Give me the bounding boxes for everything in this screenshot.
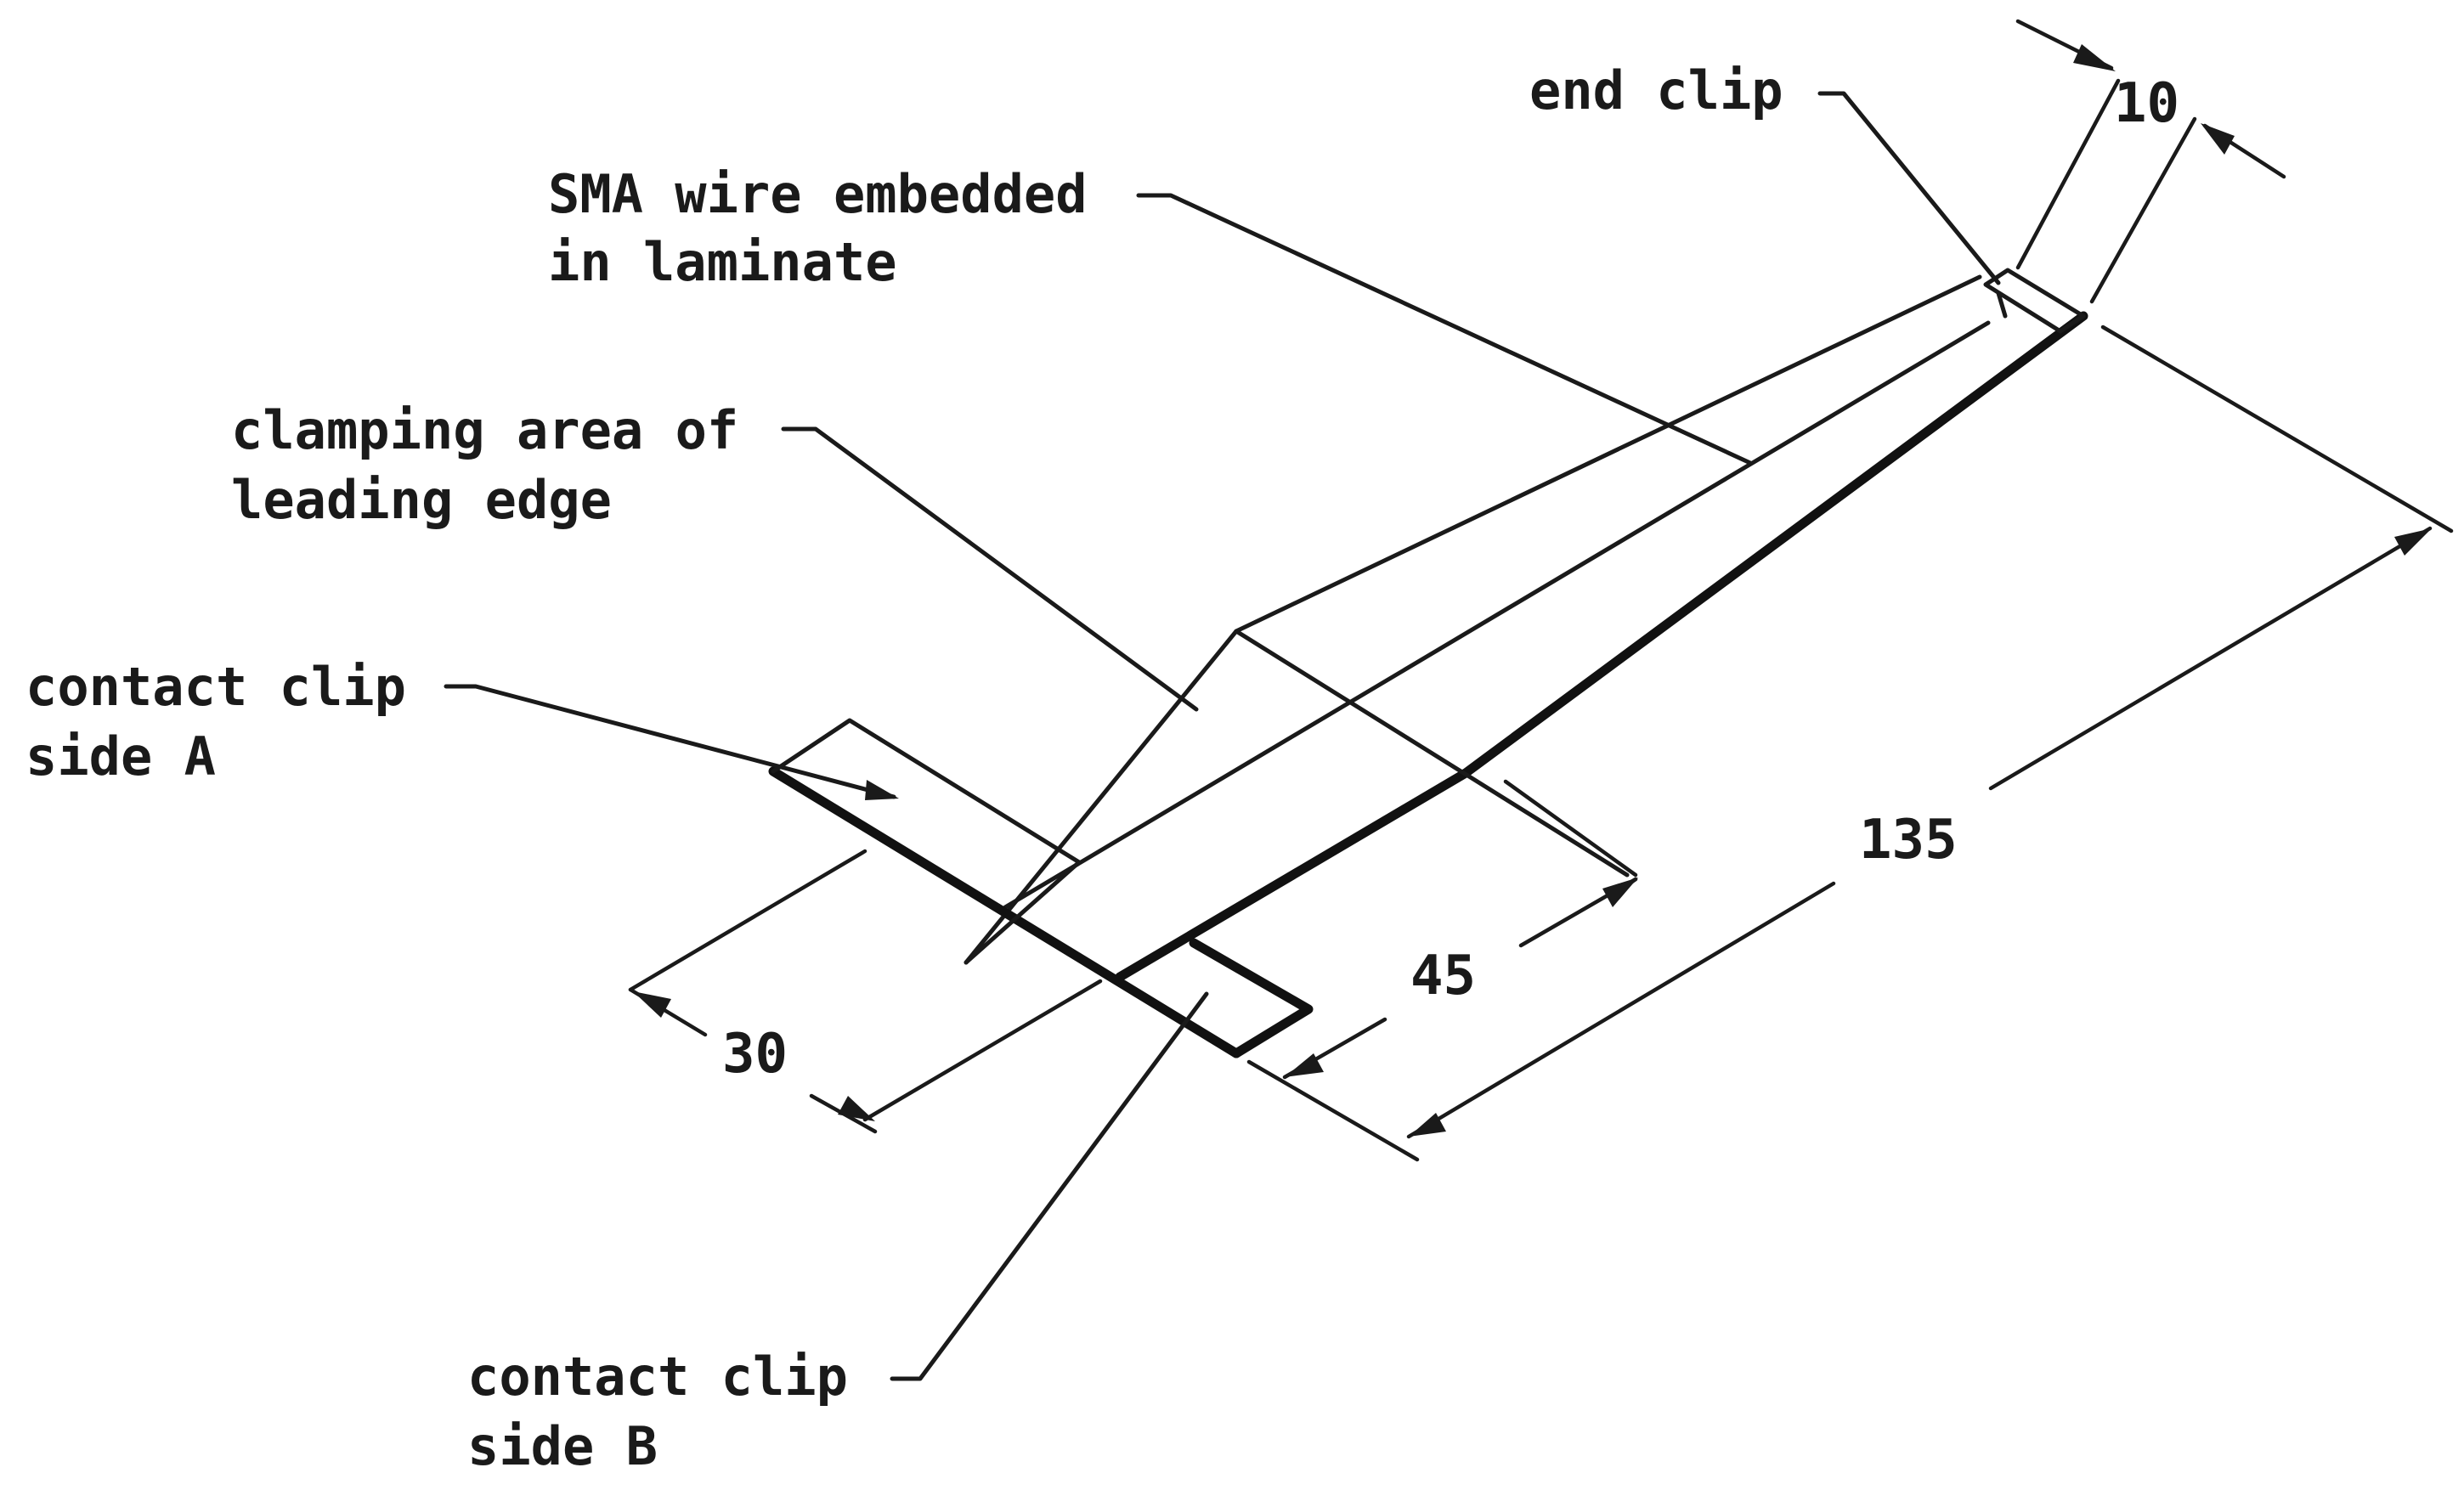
dim-10-ext-left [2015, 78, 2121, 270]
dim-value-10: 10 [2114, 72, 2179, 135]
dimension-135 [1246, 325, 2454, 1162]
label-sma-wire-line2: in laminate [548, 231, 897, 293]
dim-135-ext-top [2100, 325, 2454, 533]
contact-clip-a-arrowhead [865, 780, 899, 800]
clamping-area-boundary [1234, 629, 1630, 878]
contact-clip-b-leader [890, 991, 1209, 1381]
contact-clip-side-a-outline [771, 718, 1082, 865]
sma-wire-leader [1136, 193, 1753, 466]
end-clip-shape [1983, 268, 2086, 334]
dim-135-arrow-top [2394, 528, 2432, 556]
label-sma-wire-line1: SMA wire embedded [548, 163, 1088, 225]
dim-value-135: 135 [1859, 809, 1958, 872]
dim-45-arrow-bottom [1285, 1053, 1324, 1077]
end-clip-leader [1817, 91, 2001, 285]
contact-clip-side-b-outline [1189, 938, 1314, 1058]
dim-135-arrow-bottom [1409, 1113, 1446, 1137]
dim-135-ext-bottom [1246, 1059, 1420, 1162]
dim-135-line-lower [1406, 881, 1836, 1139]
end-clip-detail [1996, 291, 2008, 319]
label-contact-a-line1: contact clip [25, 656, 406, 718]
dim-30-arrow-lower [838, 1096, 875, 1121]
leader-lines [444, 91, 2001, 1381]
dim-45-ext-clamp [1503, 779, 1638, 878]
label-clamping-line1: clamping area of [231, 399, 738, 461]
laminate-outline [768, 274, 2088, 1058]
leading-edge-line [964, 274, 1982, 965]
dimension-10 [2015, 19, 2286, 304]
dimension-30 [628, 849, 1103, 1134]
label-contact-b-line1: contact clip [467, 1346, 848, 1408]
dim-30-ext-b [862, 979, 1103, 1122]
dimension-45 [1282, 779, 1638, 1080]
dim-value-30: 30 [722, 1023, 788, 1086]
label-contact-b-line2: side B [467, 1415, 658, 1477]
dim-45-arrow-top [1602, 878, 1638, 907]
label-clamping-line2: leading edge [231, 469, 612, 531]
dim-135-line-upper [1988, 526, 2433, 791]
dim-30-arrow-upper [633, 991, 671, 1018]
label-contact-a-line2: side A [25, 725, 216, 787]
label-end-clip: end clip [1529, 59, 1783, 121]
dim-10-arrow-right [2201, 123, 2235, 155]
dim-30-ext-a [628, 849, 867, 992]
dim-10-arrow-left [2073, 44, 2116, 71]
clamping-area-root-link [964, 860, 1082, 965]
contact-clip-a-leader [444, 684, 896, 799]
sma-wire-line [1003, 320, 1991, 910]
clamping-area-leader [781, 426, 1199, 712]
dim-10-ext-right [2089, 116, 2197, 304]
root-edge-line [768, 766, 1241, 1058]
dim-value-45: 45 [1410, 945, 1476, 1007]
